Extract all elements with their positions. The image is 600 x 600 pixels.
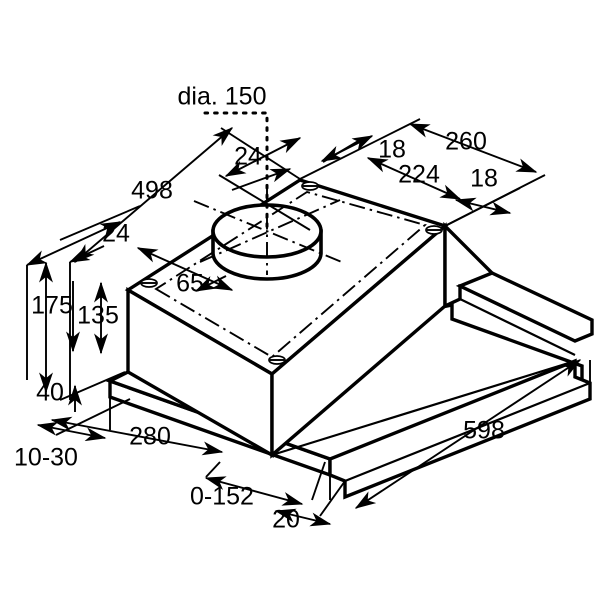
dimension-24-top: [218, 137, 311, 231]
label-dia-150: dia. 150: [178, 83, 267, 111]
dimension-20: [274, 480, 346, 527]
dimension-65: [136, 247, 234, 292]
top-face-centerline-rect: [154, 190, 427, 359]
dimension-224: [366, 157, 462, 200]
label-224: 224: [398, 161, 440, 189]
chassis-back-rail: [455, 271, 594, 356]
label-24-left: 24: [102, 220, 130, 248]
dimension-0-152: [204, 461, 326, 506]
dimension-175: [26, 261, 53, 394]
dimension-40: [59, 371, 126, 412]
label-40: 40: [36, 379, 64, 407]
screw-icon: [268, 355, 286, 365]
dimension-24-left: [25, 221, 122, 266]
dimension-598: [354, 359, 591, 509]
screw-icon: [301, 181, 319, 191]
label-260: 260: [445, 128, 487, 156]
screw-icon: [425, 225, 443, 235]
label-65: 65: [176, 270, 204, 298]
label-0-152: 0-152: [190, 483, 254, 511]
label-18-lower: 18: [470, 165, 498, 193]
dimension-duct-diameter: [203, 111, 269, 234]
label-18-upper: 18: [378, 136, 406, 164]
label-135: 135: [77, 302, 119, 330]
dimension-135: [66, 262, 108, 400]
label-598: 598: [463, 417, 505, 445]
label-20: 20: [272, 506, 300, 534]
screw-icon: [140, 278, 158, 288]
label-498: 498: [131, 177, 173, 205]
label-10-30: 10-30: [14, 444, 78, 472]
label-175: 175: [31, 292, 73, 320]
dimension-18-lower: [444, 187, 521, 227]
dimension-280: [50, 397, 331, 500]
label-280: 280: [129, 423, 171, 451]
label-24-top: 24: [234, 143, 262, 171]
dimension-18-upper: [299, 118, 421, 180]
duct-centerlines: [193, 185, 345, 275]
